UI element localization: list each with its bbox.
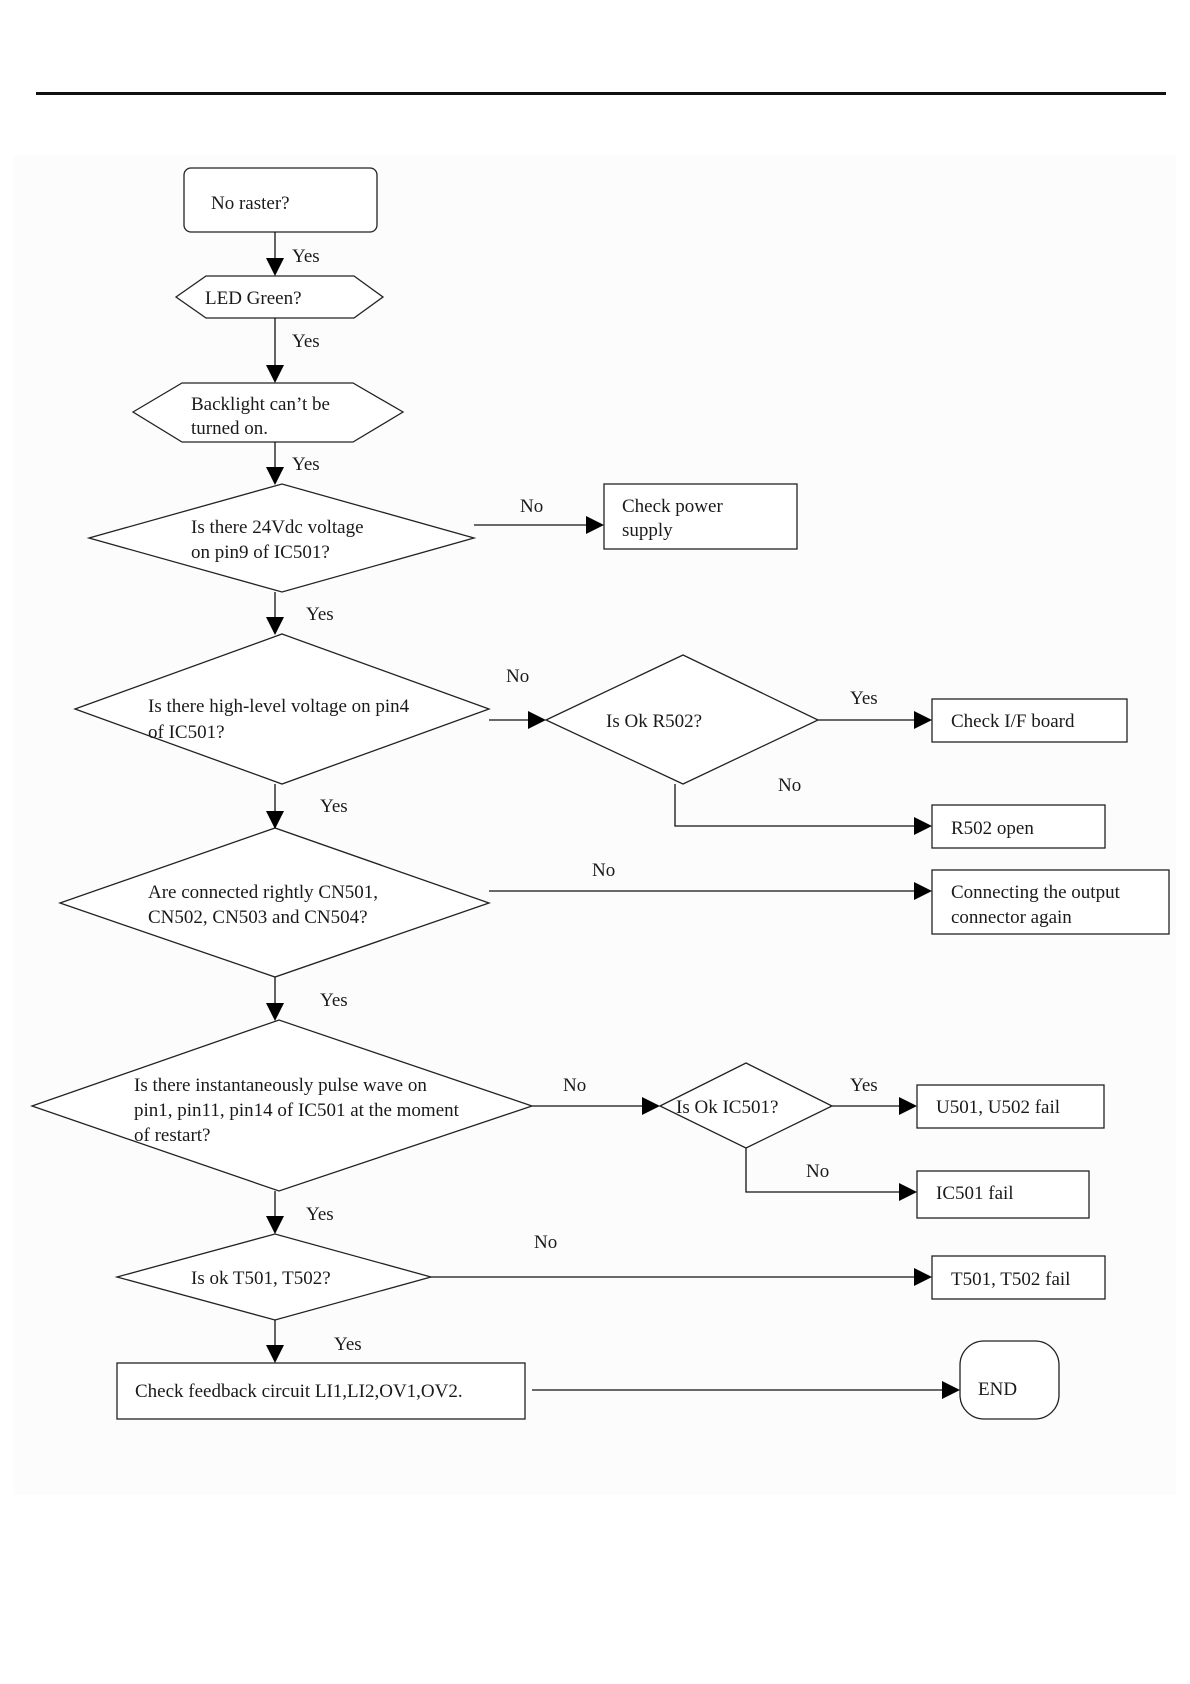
decision-ok-r502: Is Ok R502? <box>544 654 820 785</box>
edge-label-yes-3: Yes <box>292 454 320 475</box>
edge-label-yes-ic501: Yes <box>850 1075 878 1096</box>
edge-label-no-connectors: No <box>592 860 615 881</box>
node-no-raster-label: No raster? <box>211 193 290 214</box>
edge-connectors-to-pulse <box>266 977 284 1021</box>
decision-high-level-line1: Is there high-level voltage on pin4 <box>148 696 410 717</box>
box-connecting-output-line1: Connecting the output <box>951 882 1121 903</box>
decision-pulse-wave: Is there instantaneously pulse wave on p… <box>30 1019 535 1192</box>
edge-led-to-backlight <box>266 318 284 383</box>
box-check-if-board-label: Check I/F board <box>951 711 1075 732</box>
terminator-end-label: END <box>978 1379 1017 1400</box>
edge-ok-ic501-to-ic501-fail <box>745 1148 917 1201</box>
edge-noraster-to-led <box>266 232 284 276</box>
decision-24vdc-line2: on pin9 of IC501? <box>191 542 330 563</box>
edge-pulse-to-ok-t501 <box>266 1191 284 1234</box>
box-check-power: Check power supply <box>603 483 798 550</box>
node-led-green-label: LED Green? <box>205 288 302 309</box>
edge-label-yes-8: Yes <box>334 1334 362 1355</box>
edge-label-yes-1: Yes <box>292 246 320 267</box>
decision-ok-r502-label: Is Ok R502? <box>606 711 702 732</box>
box-r502-open-label: R502 open <box>951 818 1034 839</box>
decision-ok-t501: Is ok T501, T502? <box>114 1233 434 1321</box>
decision-24vdc-line1: Is there 24Vdc voltage <box>191 517 364 538</box>
edge-feedback-to-end <box>532 1381 960 1399</box>
edge-label-yes-4: Yes <box>306 604 334 625</box>
edge-ok-t501-to-feedback <box>266 1320 284 1363</box>
decision-pulse-wave-line3: of restart? <box>134 1125 210 1146</box>
decision-pulse-wave-line2: pin1, pin11, pin14 of IC501 at the momen… <box>134 1100 460 1121</box>
decision-high-level: Is there high-level voltage on pin4 of I… <box>73 633 491 785</box>
edge-r502-to-check-if <box>818 711 932 729</box>
box-u501-fail-label: U501, U502 fail <box>936 1097 1060 1118</box>
edge-label-no-ic501: No <box>806 1161 829 1182</box>
box-check-power-line2: supply <box>622 520 673 541</box>
edge-connectors-to-connecting-output <box>489 882 932 900</box>
decision-24vdc: Is there 24Vdc voltage on pin9 of IC501? <box>86 483 477 593</box>
edge-label-yes-7: Yes <box>306 1204 334 1225</box>
edge-highlevel-to-connectors <box>266 784 284 829</box>
node-backlight-line2: turned on. <box>191 418 268 439</box>
edge-label-no-t501: No <box>534 1232 557 1253</box>
edge-backlight-to-24v <box>266 442 284 485</box>
edge-ok-t501-to-t501-fail <box>431 1268 932 1286</box>
box-t501-fail-label: T501, T502 fail <box>951 1269 1070 1290</box>
node-backlight: Backlight can’t be turned on. <box>131 382 405 443</box>
edge-label-no-24v: No <box>520 496 543 517</box>
box-ic501-fail: IC501 fail <box>916 1170 1090 1219</box>
decision-ok-t501-label: Is ok T501, T502? <box>191 1268 331 1289</box>
decision-connectors-line1: Are connected rightly CN501, <box>148 882 378 903</box>
decision-pulse-wave-line1: Is there instantaneously pulse wave on <box>134 1075 427 1096</box>
edge-label-no-r502: No <box>778 775 801 796</box>
box-connecting-output-line2: connector again <box>951 907 1072 928</box>
box-check-if-board: Check I/F board <box>931 698 1128 743</box>
edge-pulse-to-ok-ic501 <box>532 1097 660 1115</box>
edge-label-yes-6: Yes <box>320 990 348 1011</box>
box-connecting-output: Connecting the output connector again <box>931 869 1170 935</box>
decision-connectors: Are connected rightly CN501, CN502, CN50… <box>58 827 491 978</box>
edge-r502-to-r502-open <box>674 784 932 835</box>
node-backlight-line1: Backlight can’t be <box>191 394 330 415</box>
edge-ok-ic501-to-u501 <box>832 1097 917 1115</box>
decision-ok-ic501-label: Is Ok IC501? <box>676 1097 778 1118</box>
decision-connectors-line2: CN502, CN503 and CN504? <box>148 907 368 928</box>
edge-24v-to-check-power <box>474 516 604 534</box>
decision-high-level-line2: of IC501? <box>148 722 225 743</box>
edge-label-yes-2: Yes <box>292 331 320 352</box>
decision-ok-ic501: Is Ok IC501? <box>658 1062 834 1149</box>
box-check-feedback-label: Check feedback circuit LI1,LI2,OV1,OV2. <box>135 1381 463 1402</box>
box-r502-open: R502 open <box>931 804 1106 849</box>
box-ic501-fail-label: IC501 fail <box>936 1183 1014 1204</box>
node-no-raster: No raster? <box>183 167 378 233</box>
edge-highlevel-to-r502 <box>489 711 546 729</box>
terminator-end: END <box>959 1340 1060 1420</box>
edge-label-no-highlevel: No <box>506 666 529 687</box>
edge-label-yes-5: Yes <box>320 796 348 817</box>
box-u501-fail: U501, U502 fail <box>916 1084 1105 1129</box>
edge-label-yes-r502: Yes <box>850 688 878 709</box>
edge-24v-to-highlevel <box>266 592 284 635</box>
edge-label-no-pulse: No <box>563 1075 586 1096</box>
node-led-green: LED Green? <box>174 275 385 319</box>
page-top-rule <box>36 92 1166 95</box>
box-check-power-line1: Check power <box>622 496 723 517</box>
box-check-feedback: Check feedback circuit LI1,LI2,OV1,OV2. <box>116 1362 526 1420</box>
box-t501-fail: T501, T502 fail <box>931 1255 1106 1300</box>
